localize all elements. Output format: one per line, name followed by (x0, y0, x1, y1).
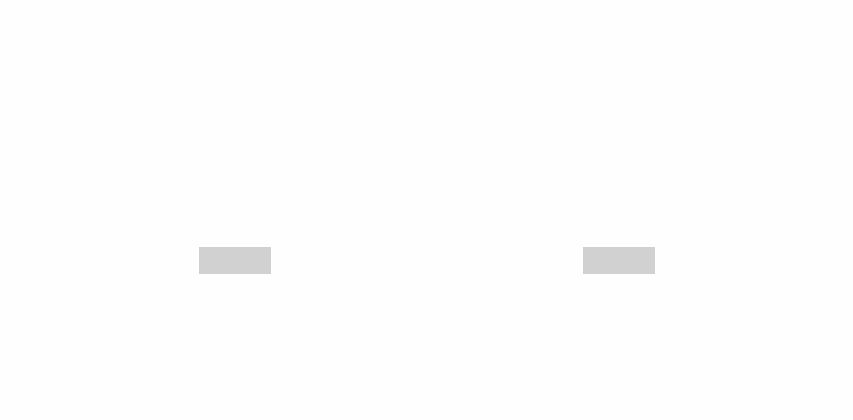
right-button[interactable] (583, 247, 655, 274)
left-button[interactable] (199, 247, 271, 274)
